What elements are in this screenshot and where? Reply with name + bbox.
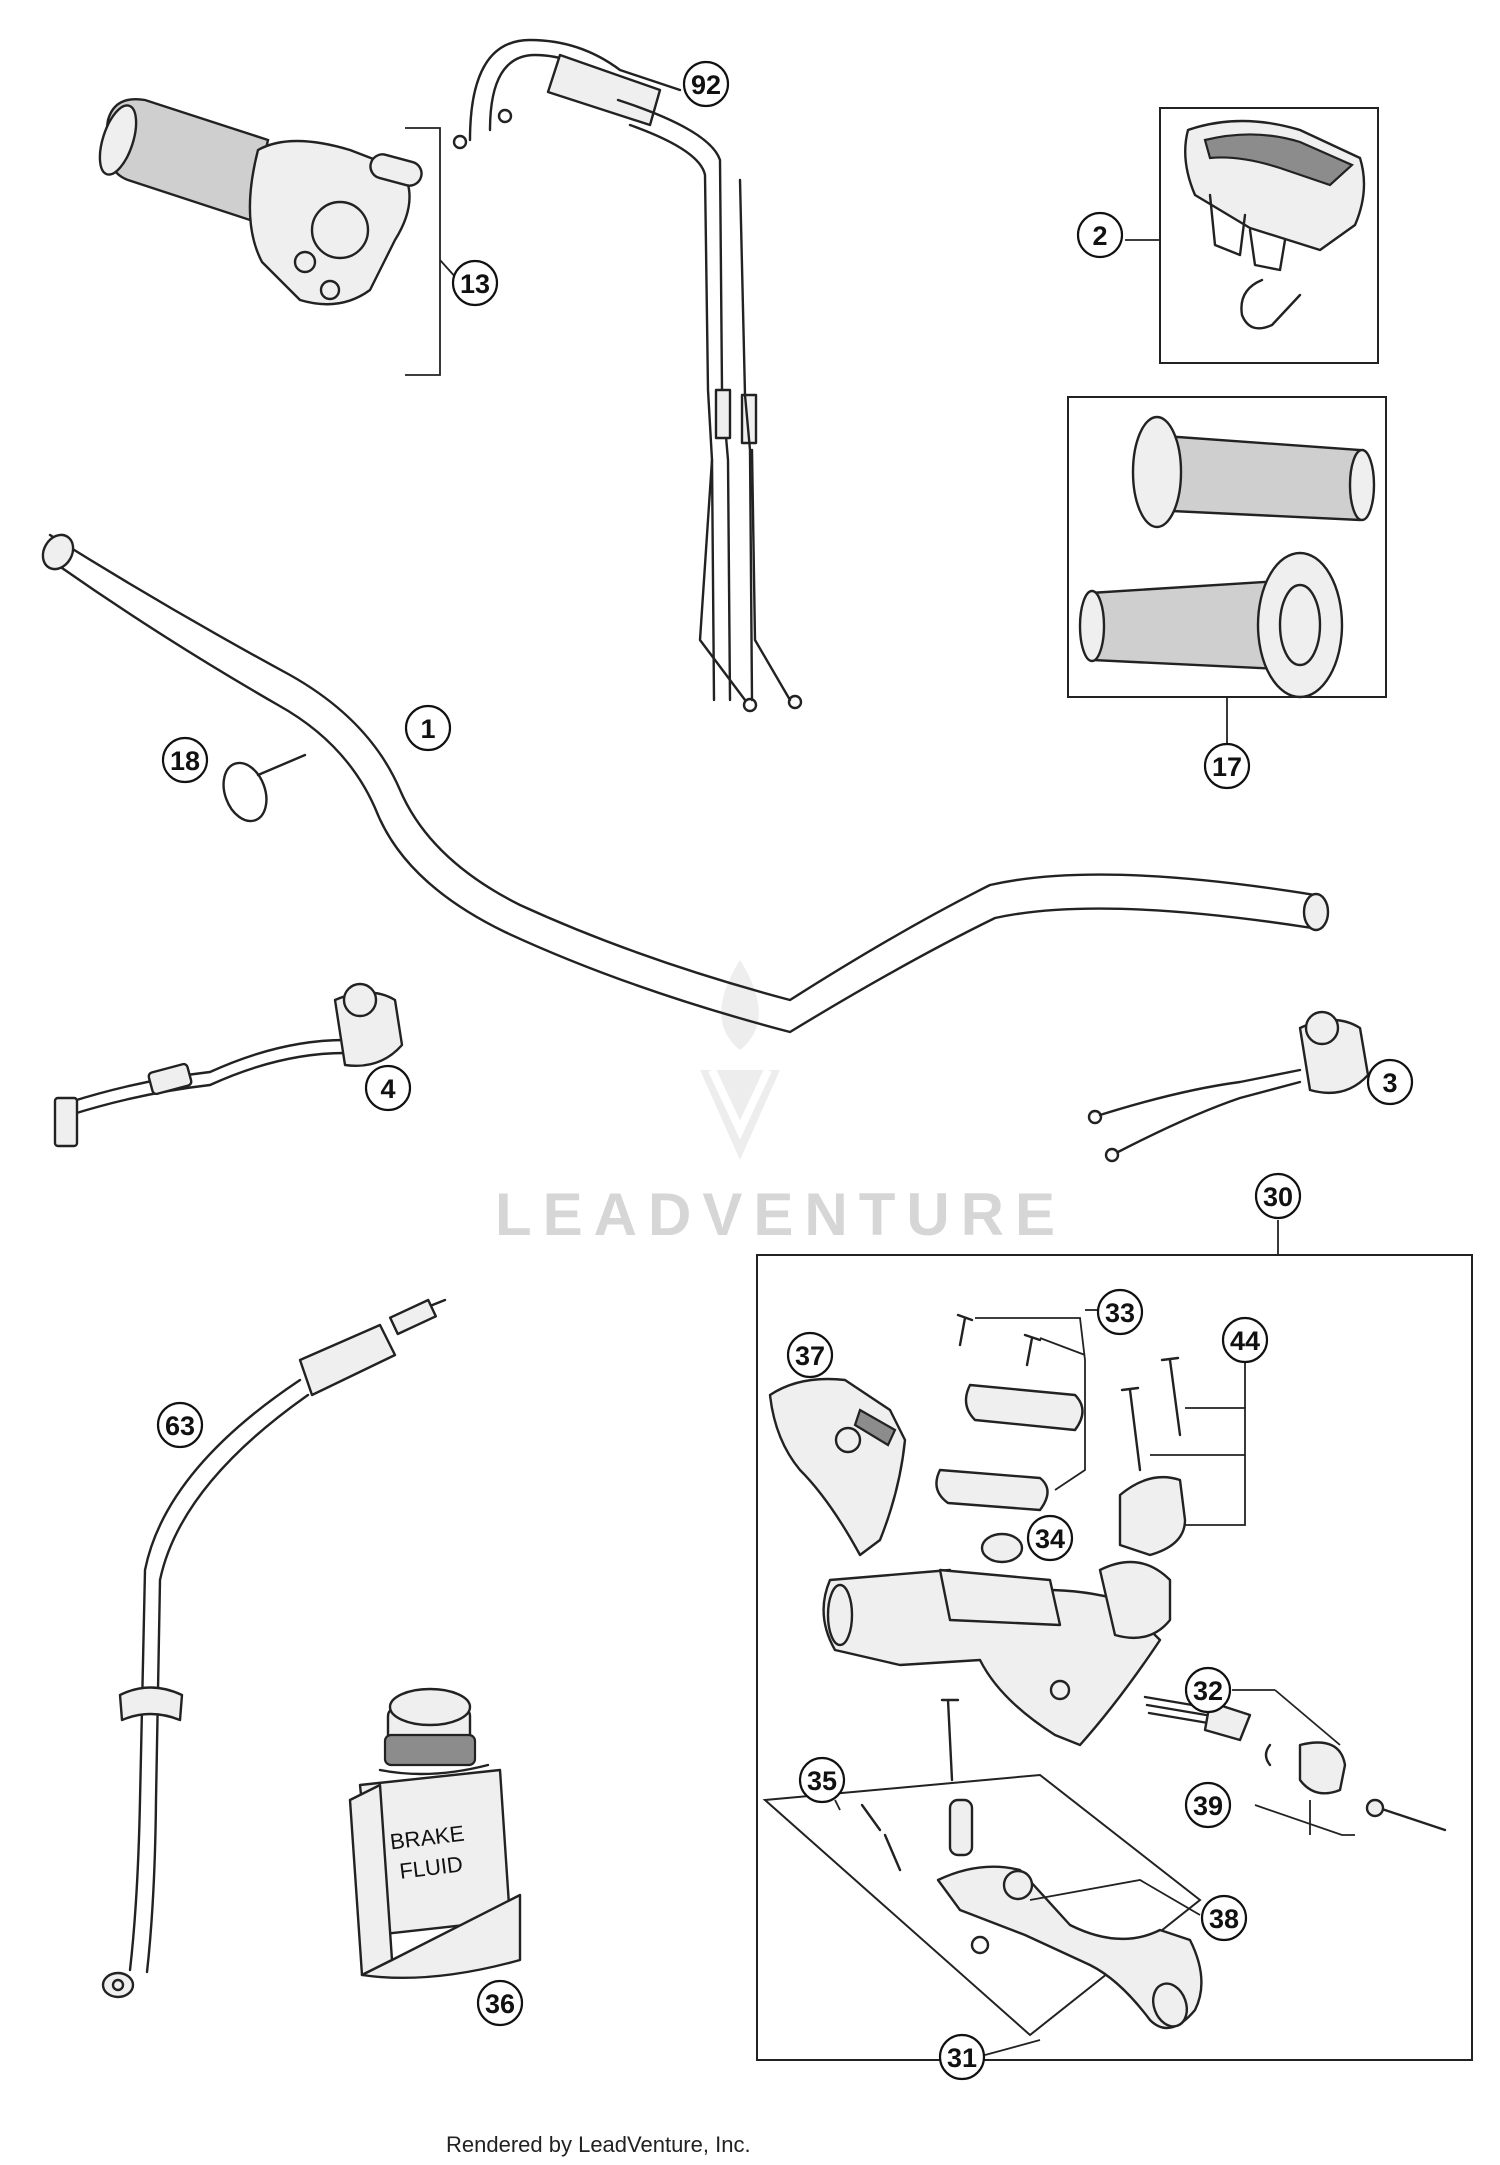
svg-text:63: 63: [165, 1411, 195, 1441]
callout-32: 32: [1184, 1666, 1232, 1714]
boot-pushrod: [1264, 1741, 1447, 1832]
svg-text:17: 17: [1212, 752, 1242, 782]
brake-fluid-bottle: [348, 1687, 522, 1980]
callout-35: 35: [798, 1756, 846, 1804]
reservoir-cap-bracket: [768, 1377, 907, 1557]
reservoir-cover: [935, 1313, 1084, 1512]
svg-text:31: 31: [947, 2043, 977, 2073]
svg-text:30: 30: [1263, 1182, 1293, 1212]
callout-33: 33: [1096, 1288, 1144, 1336]
callout-1: 1: [404, 704, 452, 752]
diaphragm: [980, 1532, 1024, 1564]
grips-pair: [1078, 415, 1376, 699]
footer-credit: Rendered by LeadVenture, Inc.: [446, 2132, 751, 2157]
handlebar-pad: [1184, 119, 1366, 330]
leader-32b: [1274, 1689, 1341, 1746]
leader-38: [1029, 1879, 1201, 1916]
svg-text:35: 35: [807, 1766, 837, 1796]
watermark-text: LEADVENTURE: [495, 1181, 1066, 1248]
callout-31: 31: [938, 2033, 986, 2081]
leader-13: [405, 127, 441, 376]
svg-text:13: 13: [460, 269, 490, 299]
svg-text:33: 33: [1105, 1298, 1135, 1328]
svg-text:1: 1: [420, 714, 435, 744]
handlebar: [41, 533, 1330, 1034]
callout-63: 63: [156, 1401, 204, 1449]
svg-text:34: 34: [1035, 1524, 1065, 1554]
callout-18: 18: [161, 736, 209, 784]
clutch-hose: [101, 1298, 447, 1999]
callout-37: 37: [786, 1331, 834, 1379]
callout-92: 92: [682, 60, 730, 108]
callout-38: 38: [1200, 1894, 1248, 1942]
leader-31: [984, 2039, 1041, 2056]
svg-text:37: 37: [795, 1341, 825, 1371]
throttle-cables: [452, 38, 803, 713]
leader-33b: [1039, 1337, 1086, 1356]
svg-text:44: 44: [1230, 1326, 1260, 1356]
svg-text:36: 36: [485, 1989, 515, 2019]
throttle-grip-assembly: [98, 98, 423, 306]
leader-39: [1254, 1804, 1355, 1836]
box-part-30: [756, 1254, 1473, 2061]
svg-text:3: 3: [1382, 1068, 1397, 1098]
svg-text:18: 18: [170, 746, 200, 776]
master-cylinder-body: [822, 1560, 1172, 1747]
svg-text:4: 4: [380, 1074, 395, 1104]
svg-text:32: 32: [1193, 1676, 1223, 1706]
box-part-2: [1159, 107, 1379, 364]
svg-text:39: 39: [1193, 1791, 1223, 1821]
callout-13: 13: [451, 259, 499, 307]
svg-text:2: 2: [1092, 221, 1107, 251]
callout-44: 44: [1221, 1316, 1269, 1364]
leader-35: [834, 1799, 841, 1811]
callout-2: 2: [1076, 211, 1124, 259]
callout-3: 3: [1366, 1058, 1414, 1106]
callout-34: 34: [1026, 1514, 1074, 1562]
callout-4: 4: [364, 1064, 412, 1112]
box-lever-subassembly: [762, 1773, 1202, 2037]
leader-44: [1185, 1407, 1246, 1526]
callout-17: 17: [1203, 742, 1251, 790]
cable-tie: [222, 753, 307, 823]
svg-text:38: 38: [1209, 1904, 1239, 1934]
svg-text:92: 92: [691, 70, 721, 100]
watermark-logo: [700, 960, 780, 1160]
brake-lever: [860, 1698, 1203, 2030]
kill-switch-right: [1087, 1010, 1370, 1163]
clamp-and-bolts: [1118, 1356, 1187, 1557]
callout-39: 39: [1184, 1781, 1232, 1829]
callout-30: 30: [1254, 1172, 1302, 1220]
callout-36: 36: [476, 1979, 524, 2027]
kill-switch-left: [53, 982, 404, 1148]
leader-33: [975, 1317, 1086, 1491]
